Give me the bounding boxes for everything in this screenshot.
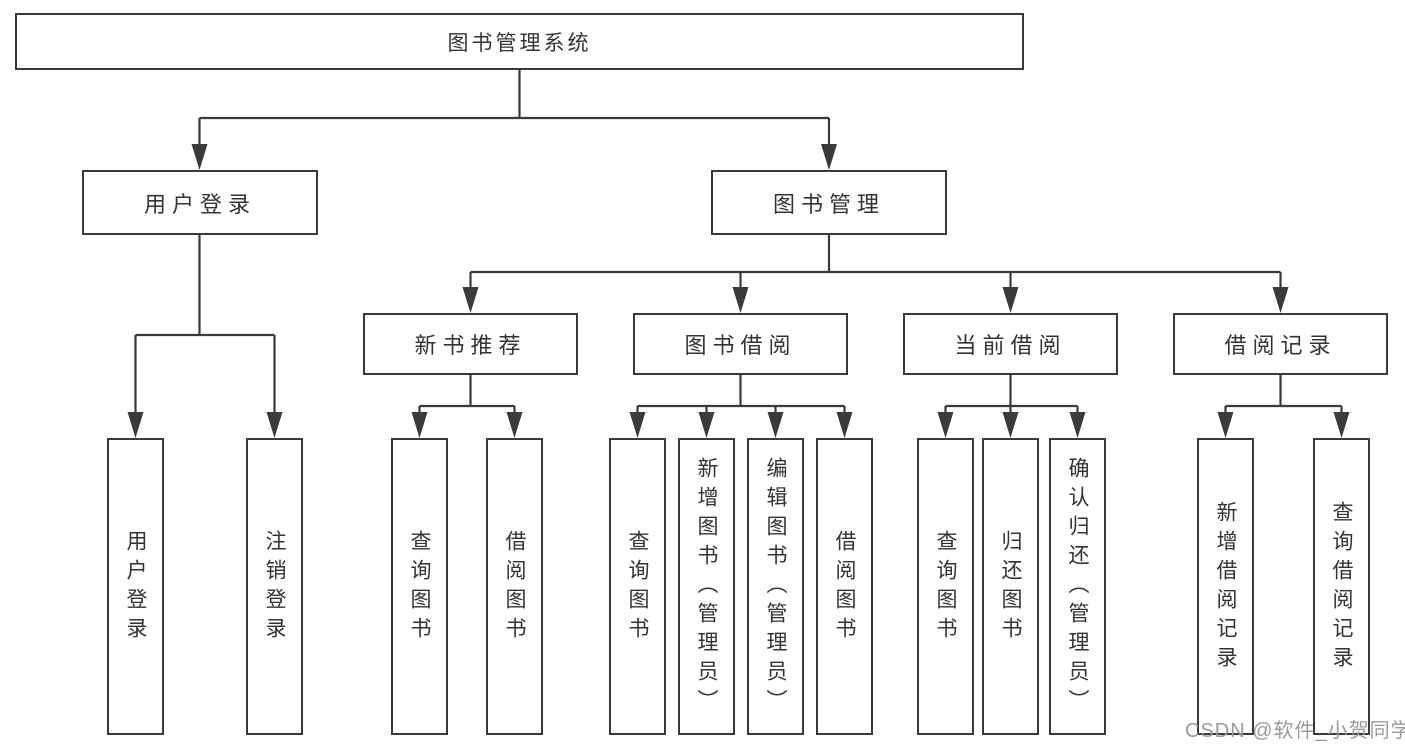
arrow-down-icon: [821, 144, 837, 170]
connector-root-to-branches: [198, 70, 831, 150]
arrow-down-icon: [266, 412, 283, 438]
node-current-borrowing: 当前借阅: [903, 313, 1118, 375]
arrow-down-icon: [629, 412, 646, 438]
node-book-borrowing: 图书借阅: [633, 313, 848, 375]
leaf-query-borrow-record: 查询借阅记录: [1313, 438, 1370, 735]
connector-borrow-records-to-leaves: [1224, 375, 1343, 418]
connector-current-borrowing-to-leaves: [944, 375, 1079, 418]
leaf-logout: 注销登录: [246, 438, 303, 735]
arrow-down-icon: [506, 412, 523, 438]
leaf-borrow-books: 借阅图书: [816, 438, 873, 735]
arrow-down-icon: [462, 287, 479, 313]
node-user-login: 用户登录: [82, 170, 318, 235]
arrow-down-icon: [127, 412, 144, 438]
connector-lines: [134, 70, 1343, 418]
arrow-down-icon: [1333, 412, 1350, 438]
leaf-borrow-books-recommend: 借阅图书: [486, 438, 543, 735]
arrow-down-icon: [767, 412, 784, 438]
leaf-query-books-current: 查询图书: [917, 438, 974, 735]
arrowhead-icons: [127, 144, 1350, 438]
connector-new-book-to-leaves: [418, 375, 516, 418]
connector-book-management-to-modules: [469, 235, 1282, 293]
arrow-down-icon: [937, 412, 954, 438]
leaf-return-books: 归还图书: [982, 438, 1039, 735]
arrow-down-icon: [698, 412, 715, 438]
connector-user-login-to-leaves: [134, 235, 276, 418]
node-book-management: 图书管理: [711, 170, 947, 235]
arrow-down-icon: [1069, 412, 1086, 438]
leaf-edit-books-admin: 编辑图书（管理员）: [747, 438, 804, 735]
leaf-query-books-recommend: 查询图书: [391, 438, 448, 735]
leaf-confirm-return-admin: 确认归还（管理员）: [1049, 438, 1106, 735]
arrow-down-icon: [1002, 287, 1019, 313]
node-new-book-recommend: 新书推荐: [363, 313, 578, 375]
leaf-add-books-admin: 新增图书（管理员）: [678, 438, 735, 735]
leaf-add-borrow-record: 新增借阅记录: [1197, 438, 1254, 735]
watermark-text: CSDN @软件_小贺同学: [1185, 720, 1405, 742]
leaf-user-login: 用户登录: [107, 438, 164, 735]
arrow-down-icon: [1217, 412, 1234, 438]
arrow-down-icon: [1002, 412, 1019, 438]
node-library-management-system: 图书管理系统: [15, 13, 1024, 70]
arrow-down-icon: [191, 144, 208, 170]
arrow-down-icon: [1272, 287, 1289, 313]
leaf-query-books-borrowing: 查询图书: [609, 438, 666, 735]
connector-book-borrowing-to-leaves: [636, 375, 846, 418]
arrow-down-icon: [836, 412, 853, 438]
arrow-down-icon: [411, 412, 428, 438]
node-borrowing-records: 借阅记录: [1173, 313, 1388, 375]
arrow-down-icon: [732, 287, 749, 313]
